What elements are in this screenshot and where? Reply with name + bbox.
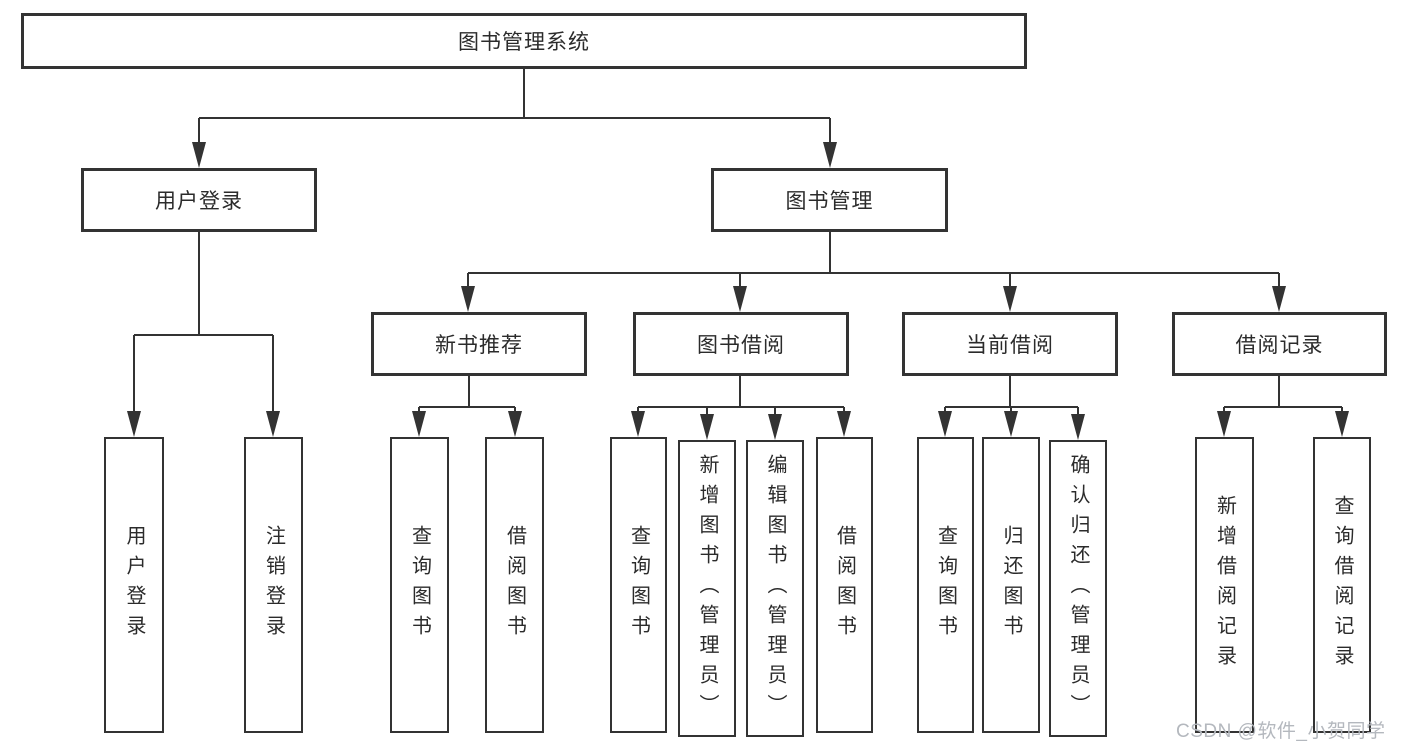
node-new-book-recommend-label: 新书推荐 [435,334,523,357]
leaf-add-books-admin-label: 新增图书（管理员） [696,453,718,724]
leaf-return-books-label: 归还图书 [1000,525,1022,645]
leaf-return-books: 归还图书 [982,437,1040,733]
leaf-edit-books-admin: 编辑图书（管理员） [746,440,804,737]
leaf-logout-label: 注销登录 [262,525,285,645]
node-new-book-recommend: 新书推荐 [371,312,587,376]
node-book-borrowing-label: 图书借阅 [697,334,785,357]
leaf-confirm-return-admin: 确认归还（管理员） [1049,440,1107,737]
node-user-login-label: 用户登录 [155,190,243,213]
leaf-edit-books-admin-label: 编辑图书（管理员） [764,453,786,724]
node-user-login: 用户登录 [81,168,317,232]
leaf-add-borrow-record-label: 新增借阅记录 [1213,495,1236,675]
leaf-query-books-current: 查询图书 [917,437,974,733]
leaf-user-login-label: 用户登录 [123,525,145,645]
node-book-borrowing: 图书借阅 [633,312,849,376]
leaf-add-books-admin: 新增图书（管理员） [678,440,736,737]
node-borrowing-records: 借阅记录 [1172,312,1387,376]
leaf-user-login: 用户登录 [104,437,164,733]
node-book-management: 图书管理 [711,168,948,232]
leaf-query-books-current-label: 查询图书 [934,525,957,645]
node-borrowing-records-label: 借阅记录 [1235,334,1324,357]
leaf-query-books-borrowing-label: 查询图书 [627,525,650,645]
leaf-query-borrow-record: 查询借阅记录 [1313,437,1371,733]
arrowheads [127,142,1349,440]
leaf-query-borrow-record-label: 查询借阅记录 [1331,495,1353,675]
leaf-logout: 注销登录 [244,437,303,733]
leaf-add-borrow-record: 新增借阅记录 [1195,437,1254,733]
leaf-query-books-borrowing: 查询图书 [610,437,667,733]
leaf-borrow-books-recommend: 借阅图书 [485,437,544,733]
node-book-management-label: 图书管理 [785,190,874,213]
watermark-text: CSDN @软件_小贺同学 [1176,721,1386,742]
leaf-borrow-books-borrowing: 借阅图书 [816,437,873,733]
leaf-borrow-books-recommend-label: 借阅图书 [503,525,526,645]
leaf-query-books-recommend-label: 查询图书 [408,525,431,645]
node-root-label: 图书管理系统 [458,31,590,54]
leaf-confirm-return-admin-label: 确认归还（管理员） [1067,453,1089,724]
node-current-borrowing: 当前借阅 [902,312,1118,376]
node-root: 图书管理系统 [21,13,1027,69]
leaf-borrow-books-borrowing-label: 借阅图书 [833,525,856,645]
leaf-query-books-recommend: 查询图书 [390,437,449,733]
node-current-borrowing-label: 当前借阅 [966,334,1054,357]
